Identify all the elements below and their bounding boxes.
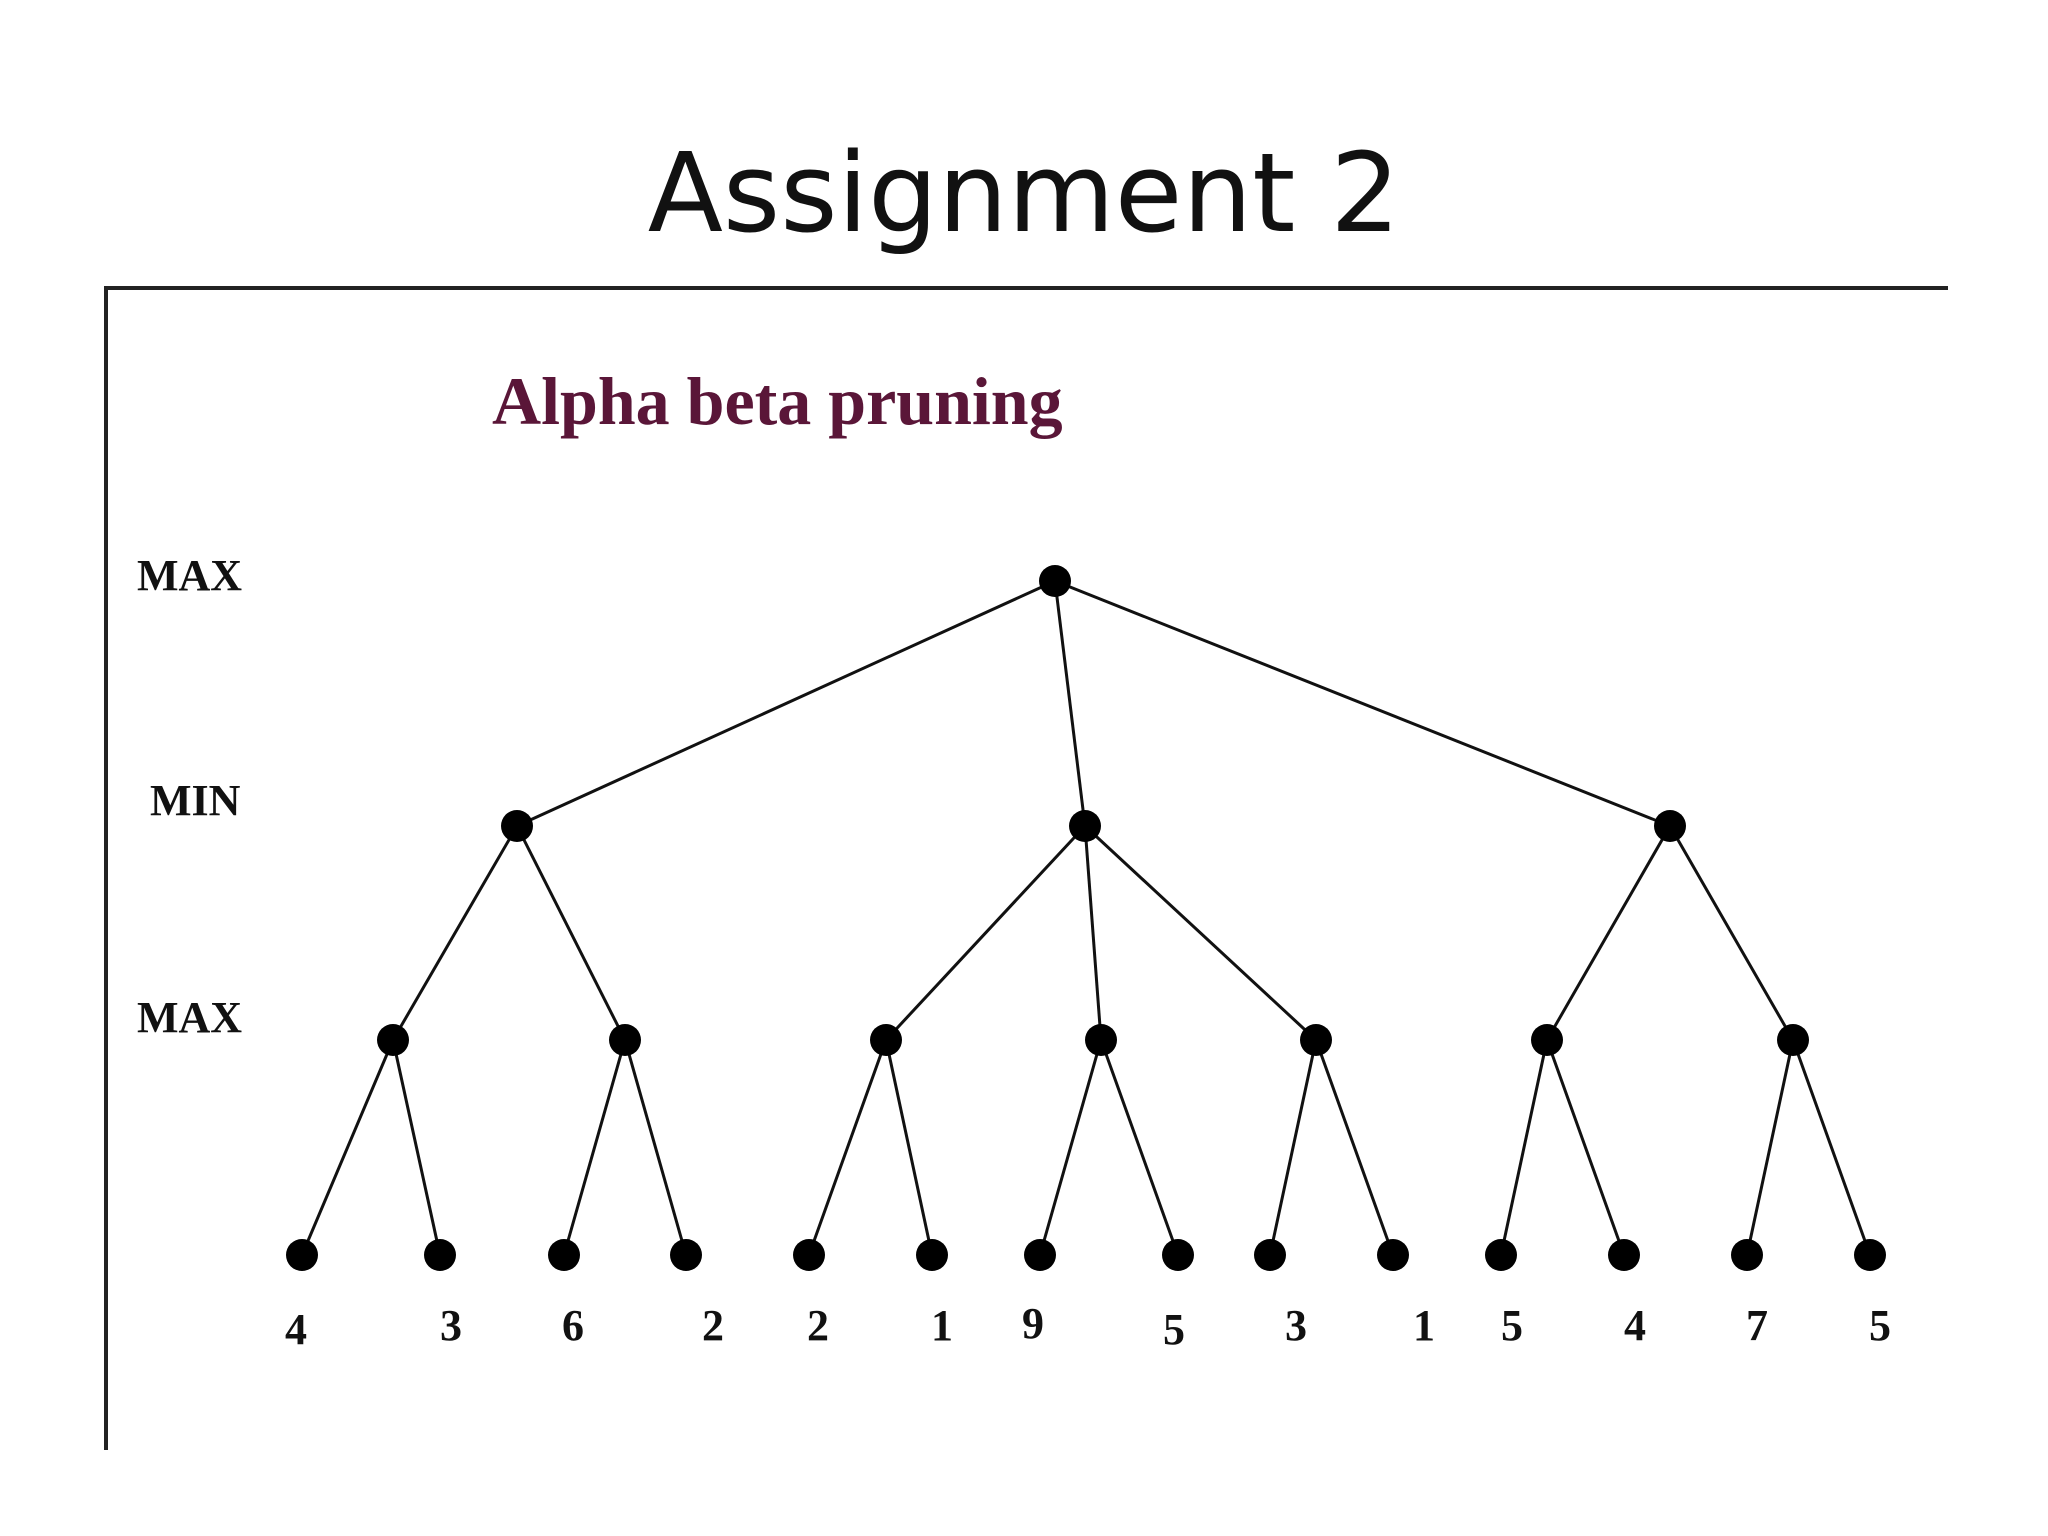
level-label-max-0: MAX — [137, 551, 242, 600]
tree-edges — [300, 579, 1872, 1256]
leaf-value-2-0-0: 5 — [1501, 1301, 1523, 1350]
edge-max-1-2-leaf-0 — [1268, 1039, 1318, 1256]
leaf-value-0-0-0: 4 — [285, 1305, 307, 1354]
edge-max-1-1-leaf-1 — [1099, 1039, 1180, 1256]
max-node-0-0 — [377, 1024, 409, 1056]
edge-max-0-1-leaf-0 — [562, 1039, 627, 1256]
edge-max-1-0-leaf-0 — [807, 1039, 888, 1256]
max-node-1-0 — [870, 1024, 902, 1056]
edge-root-min-0 — [516, 579, 1056, 828]
max-node-2-0 — [1531, 1024, 1563, 1056]
edge-max-2-0-leaf-0 — [1499, 1039, 1549, 1256]
edge-min-1-max-0 — [884, 824, 1087, 1042]
edge-root-min-2 — [1054, 579, 1671, 828]
min-node-2 — [1654, 810, 1686, 842]
edge-min-1-max-2 — [1083, 824, 1318, 1042]
edge-max-0-1-leaf-1 — [623, 1039, 688, 1256]
leaf-node-1-2-0 — [1254, 1239, 1286, 1271]
max-node-2-1 — [1777, 1024, 1809, 1056]
leaf-value-1-2-0: 3 — [1285, 1301, 1307, 1350]
edge-max-1-1-leaf-0 — [1038, 1039, 1103, 1256]
min-node-1 — [1069, 810, 1101, 842]
leaf-value-1-0-0: 2 — [807, 1301, 829, 1350]
leaf-node-2-0-1 — [1608, 1239, 1640, 1271]
leaf-value-1-0-1: 1 — [931, 1301, 953, 1350]
leaf-node-1-1-0 — [1024, 1239, 1056, 1271]
edge-max-0-0-leaf-0 — [300, 1039, 395, 1256]
leaf-value-2-1-0: 7 — [1746, 1301, 1768, 1350]
edge-min-2-max-1 — [1668, 825, 1795, 1041]
edge-max-2-1-leaf-1 — [1791, 1039, 1872, 1256]
leaf-node-0-1-0 — [548, 1239, 580, 1271]
leaf-node-2-0-0 — [1485, 1239, 1517, 1271]
edge-min-1-max-1 — [1083, 825, 1103, 1041]
edge-max-1-2-leaf-1 — [1314, 1039, 1395, 1256]
edge-max-2-0-leaf-1 — [1545, 1039, 1626, 1256]
leaf-node-0-0-0 — [286, 1239, 318, 1271]
leaf-node-2-1-1 — [1854, 1239, 1886, 1271]
root-node — [1039, 565, 1071, 597]
leaf-node-0-1-1 — [670, 1239, 702, 1271]
min-node-0 — [501, 810, 533, 842]
level-label-min-1: MIN — [150, 776, 241, 825]
max-node-0-1 — [609, 1024, 641, 1056]
edge-max-1-0-leaf-1 — [884, 1039, 934, 1256]
edge-min-0-max-1 — [515, 825, 627, 1041]
leaf-value-0-1-1: 2 — [702, 1301, 724, 1350]
leaf-node-1-0-1 — [916, 1239, 948, 1271]
leaf-node-1-2-1 — [1377, 1239, 1409, 1271]
leaf-node-1-1-1 — [1162, 1239, 1194, 1271]
edge-max-2-1-leaf-0 — [1745, 1039, 1795, 1256]
max-node-1-1 — [1085, 1024, 1117, 1056]
leaf-value-1-2-1: 1 — [1413, 1301, 1435, 1350]
edge-min-0-max-0 — [391, 825, 519, 1041]
leaf-value-0-1-0: 6 — [562, 1301, 584, 1350]
leaf-value-0-0-1: 3 — [440, 1301, 462, 1350]
leaf-value-1-1-0: 9 — [1022, 1299, 1044, 1348]
leaf-node-1-0-0 — [793, 1239, 825, 1271]
leaf-value-2-0-1: 4 — [1624, 1301, 1646, 1350]
leaf-value-1-1-1: 5 — [1163, 1305, 1185, 1354]
leaf-node-0-0-1 — [424, 1239, 456, 1271]
leaf-value-2-1-1: 5 — [1869, 1301, 1891, 1350]
edge-root-min-1 — [1053, 580, 1087, 827]
max-node-1-2 — [1300, 1024, 1332, 1056]
slide-title: Assignment 2 — [647, 129, 1401, 257]
edge-max-0-0-leaf-1 — [391, 1039, 442, 1256]
level-label-max-2: MAX — [137, 993, 242, 1042]
leaf-node-2-1-0 — [1731, 1239, 1763, 1271]
edge-min-2-max-0 — [1545, 825, 1672, 1041]
tree-nodes — [286, 565, 1886, 1271]
level-labels: MAX MIN MAX — [137, 551, 242, 1042]
leaf-labels: 4 3 6 2 2 1 9 5 3 1 5 4 7 5 — [285, 1299, 1891, 1354]
figure-title: Alpha beta pruning — [492, 363, 1063, 439]
